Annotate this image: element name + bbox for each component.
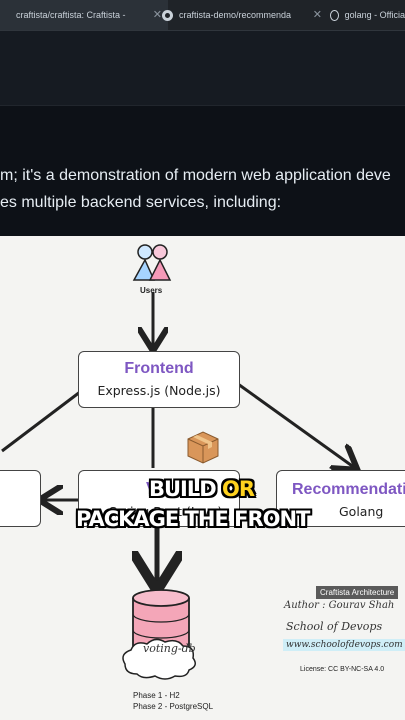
website-text: www.schoolofdevops.com	[283, 639, 405, 651]
tab-craftista-demo[interactable]: craftista-demo/recommenda ✕	[162, 0, 322, 30]
caption-line-2: PACKAGE THE FRONT	[76, 507, 310, 531]
browser-tab-bar: craftista/craftista: Craftista - ✕ craft…	[0, 0, 405, 31]
globe-icon	[330, 9, 339, 21]
close-icon[interactable]: ✕	[312, 9, 322, 21]
arrow-frontend-left	[1, 390, 81, 453]
catalogue-box-partial	[0, 470, 41, 527]
tab-craftista[interactable]: craftista/craftista: Craftista - ✕	[0, 0, 168, 30]
readme-text: m; it's a demonstration of modern web ap…	[0, 162, 405, 216]
caption-word-build: BUILD	[149, 477, 217, 501]
caption-line-1: BUILD OR	[149, 477, 255, 501]
phase-1: Phase 1 - H2	[133, 691, 180, 700]
tab-title: golang - Officia	[344, 10, 405, 20]
recommendation-box: Recommendati Golang	[276, 470, 405, 527]
github-icon	[162, 9, 173, 21]
users-label: Users	[140, 286, 163, 295]
recommendation-title: Recommendati	[292, 481, 405, 498]
db-label: voting-db	[143, 642, 196, 655]
voting-subtitle: Spring Boot (Java)	[109, 504, 223, 519]
package-emoji-icon	[187, 431, 219, 464]
arrow-frontend-recommendation	[237, 382, 355, 468]
users-icon	[132, 244, 172, 281]
author-text: Author : Gourav Shah	[284, 600, 395, 611]
tab-golang[interactable]: golang - Officia	[330, 0, 405, 30]
repo-subheader-area	[0, 105, 405, 151]
close-icon[interactable]: ✕	[152, 9, 162, 21]
license-text: License: CC BY-NC-SA 4.0	[300, 666, 385, 673]
voting-box: V Spring Boot (Java)	[78, 470, 240, 527]
readme-line-2: es multiple backend services, including:	[0, 194, 282, 211]
repo-header-area	[0, 31, 405, 105]
frontend-box: Frontend Express.js (Node.js)	[78, 351, 240, 408]
frontend-subtitle: Express.js (Node.js)	[97, 383, 221, 398]
frontend-title: Frontend	[124, 360, 194, 377]
diagram-arrows	[1, 244, 405, 680]
tab-title: craftista-demo/recommenda	[179, 10, 292, 20]
database-icon	[122, 589, 196, 680]
architecture-badge: Craftista Architecture	[316, 586, 399, 599]
recommendation-subtitle: Golang	[339, 504, 384, 519]
phase-2: Phase 2 - PostgreSQL	[133, 702, 214, 711]
caption-word-or: OR	[222, 477, 255, 501]
school-text: School of Devops	[286, 620, 383, 633]
readme-line-1: m; it's a demonstration of modern web ap…	[0, 167, 391, 184]
voting-title: V	[146, 480, 157, 497]
architecture-diagram: Users Frontend Express.js (Node.js) V Sp…	[0, 236, 405, 720]
tab-title: craftista/craftista: Craftista -	[16, 10, 126, 20]
